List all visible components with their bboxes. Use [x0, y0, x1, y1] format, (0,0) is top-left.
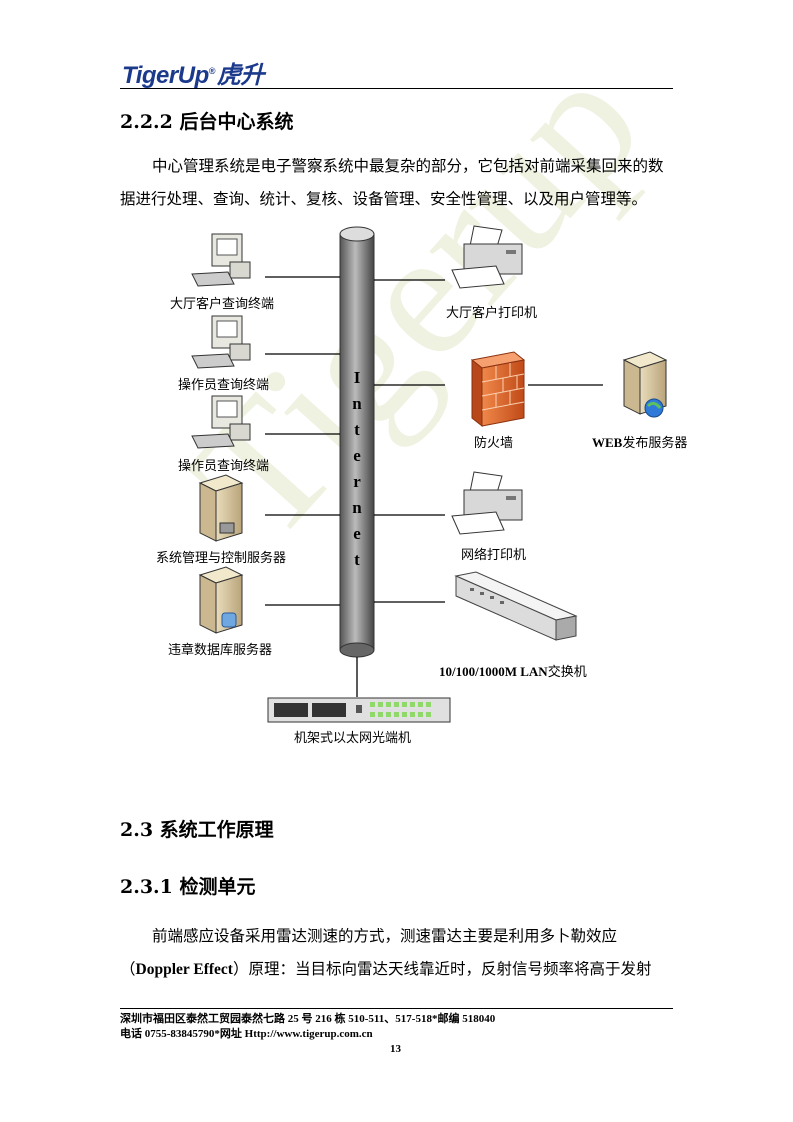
firewall-icon [470, 351, 526, 428]
pc-hall-terminal-icon [191, 233, 251, 287]
para-231-rest: ）原理：当目标向雷达天线靠近时，反射信号频率将高于发射 [232, 960, 652, 978]
backbone-letter-3: t [354, 420, 360, 439]
footer-contact: 电话 0755-83845790*网址 Http://www.tigerup.c… [120, 1028, 373, 1040]
section-heading-23: 2.3 系统工作原理 [120, 819, 274, 841]
footer-rule [120, 1008, 673, 1009]
page-number: 13 [390, 1043, 401, 1055]
label-operator1: 操作员查询终端 [178, 378, 270, 393]
header-rule [120, 88, 673, 89]
para-231-open: （ [120, 960, 136, 978]
hall-printer-icon [451, 225, 523, 289]
label-hall-printer: 大厅客户打印机 [446, 306, 538, 321]
label-web-server-bold: WEB [592, 435, 623, 450]
connection-lines [265, 276, 603, 697]
label-lan-switch-rest: 交换机 [547, 665, 587, 680]
backbone-letter-1: I [353, 368, 361, 387]
para-231-bold-term: Doppler Effect [135, 961, 233, 978]
label-rack-terminal: 机架式以太网光端机 [294, 731, 412, 746]
para-222-line1: 中心管理系统是电子警察系统中最复杂的部分，它包括对前端采集回来的数 [152, 157, 664, 175]
para-231-line1: 前端感应设备采用雷达测速的方式，测速雷达主要是利用多卜勒效应 [152, 927, 618, 945]
footer-address: 深圳市福田区泰然工贸园泰然七路 25 号 216 栋 510-511、517-5… [120, 1013, 496, 1025]
label-web-server: WEB发布服务器 [592, 432, 687, 451]
company-logo: TigerUp®虎升 [122, 55, 264, 90]
pc-operator2-icon [191, 395, 251, 449]
logo-text: TigerUp [122, 62, 209, 89]
backbone-letter-6: n [352, 498, 362, 517]
sys-server-icon [198, 474, 244, 542]
label-hall-terminal: 大厅客户查询终端 [170, 297, 275, 312]
logo-mark: ® [208, 66, 216, 76]
para-222-line2: 据进行处理、查询、统计、复核、设备管理、安全性管理、以及用户管理等。 [120, 190, 648, 208]
label-net-printer: 网络打印机 [461, 548, 527, 563]
net-printer-icon [451, 471, 523, 535]
backbone-letter-2: n [352, 394, 362, 413]
section-heading-231: 2.3.1 检测单元 [120, 876, 256, 898]
label-sys-server: 系统管理与控制服务器 [156, 551, 287, 566]
section-heading-222: 2.2.2 后台中心系统 [120, 111, 294, 133]
para-231-line2: （Doppler Effect）原理：当目标向雷达天线靠近时，反射信号频率将高于… [120, 953, 680, 986]
rack-optical-terminal-icon [267, 697, 451, 723]
network-diagram [191, 225, 668, 723]
logo-cn: 虎升 [216, 62, 265, 89]
internet-backbone [339, 226, 375, 658]
pc-operator1-icon [191, 315, 251, 369]
label-operator2: 操作员查询终端 [178, 459, 270, 474]
label-web-server-rest: 发布服务器 [622, 436, 688, 451]
label-lan-switch-bold: 10/100/1000M LAN [439, 664, 548, 679]
label-lan-switch: 10/100/1000M LAN交换机 [439, 661, 587, 680]
label-db-server: 违章数据库服务器 [168, 643, 273, 658]
db-server-icon [198, 566, 244, 634]
backbone-letter-5: r [353, 472, 361, 491]
backbone-letter-8: t [354, 550, 360, 569]
label-firewall: 防火墙 [474, 436, 514, 451]
backbone-letter-7: e [353, 524, 361, 543]
backbone-letter-4: e [353, 446, 361, 465]
lan-switch-icon [454, 571, 578, 641]
web-server-icon [622, 351, 668, 418]
